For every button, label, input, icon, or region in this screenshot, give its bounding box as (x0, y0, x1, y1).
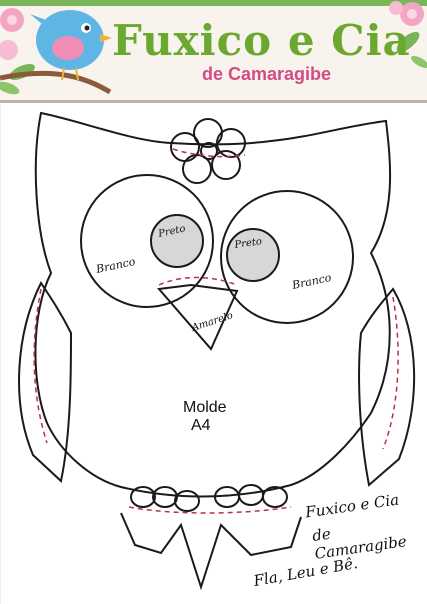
beak-outline (157, 283, 239, 351)
header-art (0, 1, 427, 95)
brand-title: Fuxico e Cia (112, 16, 411, 65)
mold-label: Molde (183, 399, 227, 416)
right-flowers-decoration (389, 1, 427, 69)
header-top-band (0, 0, 427, 6)
beak-label: Amarelo (190, 310, 235, 334)
right-eye-outline (220, 190, 354, 324)
right-wing-stitch-line (382, 296, 399, 450)
left-foot-shape (130, 486, 200, 512)
branch-decoration (0, 70, 112, 95)
bird-icon (30, 10, 112, 81)
beak-stitch-line (158, 276, 238, 286)
left-pupil (150, 214, 204, 268)
left-eye-outline (80, 174, 214, 308)
left-wing-stitch-line (33, 288, 48, 444)
right-pupil (226, 228, 280, 282)
left-eye-label: Branco (94, 255, 137, 276)
right-wing-outline (358, 287, 416, 487)
right-eye-label: Branco (290, 271, 333, 292)
owl-body-outline (34, 111, 392, 498)
feet-stitch-line (128, 506, 292, 514)
left-flowers-decoration (0, 8, 35, 95)
owl-pattern-drawing: Preto Preto Branco Branco Amarelo (18, 111, 416, 591)
header-banner: Fuxico e Cia de Camaragibe (0, 0, 427, 103)
owl-pattern-sheet: Preto Preto Branco Branco Amarelo Molde … (0, 103, 427, 604)
right-foot-shape (214, 484, 288, 508)
flower-stitch-line (172, 148, 246, 158)
brand-subtitle: de Camaragibe (202, 64, 332, 84)
right-pupil-label: Preto (233, 236, 263, 251)
size-label: A4 (191, 417, 211, 434)
left-wing-outline (18, 281, 73, 483)
tail-outline (120, 512, 302, 591)
